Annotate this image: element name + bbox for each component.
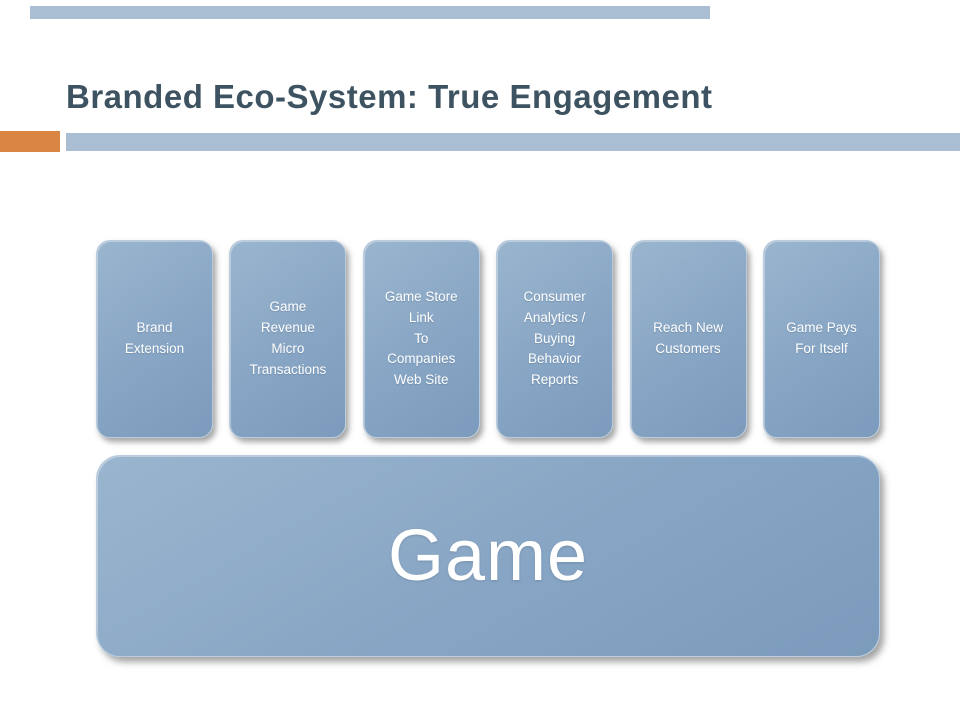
game-box-label: Game [387, 516, 589, 596]
card-game-store-link: Game Store Link To Companies Web Site [362, 240, 480, 438]
card-label: Game Store Link To Companies Web Site [384, 288, 458, 388]
card-consumer-analytics: Consumer Analytics / Buying Behavior Rep… [496, 240, 614, 438]
game-box: Game [96, 455, 880, 657]
card-label: Game Pays For Itself [786, 320, 857, 356]
card-game-revenue: Game Revenue Micro Transactions [229, 240, 347, 438]
card-label: Brand Extension [124, 320, 185, 356]
card-reach-new-customers: Reach New Customers [629, 240, 747, 438]
card-label: Consumer Analytics / Buying Behavior Rep… [523, 288, 586, 388]
title-underline-band [66, 133, 960, 151]
top-decorative-bar [30, 6, 710, 19]
orange-accent-block [0, 131, 60, 152]
card-label: Game Revenue Micro Transactions [249, 299, 327, 377]
card-brand-extension: Brand Extension [96, 240, 213, 438]
slide-title: Branded Eco-System: True Engagement [66, 78, 713, 115]
feature-cards-row: Brand Extension Game Revenue Micro Trans… [96, 240, 880, 438]
card-label: Reach New Customers [653, 320, 723, 356]
card-game-pays-for-itself: Game Pays For Itself [762, 240, 880, 438]
